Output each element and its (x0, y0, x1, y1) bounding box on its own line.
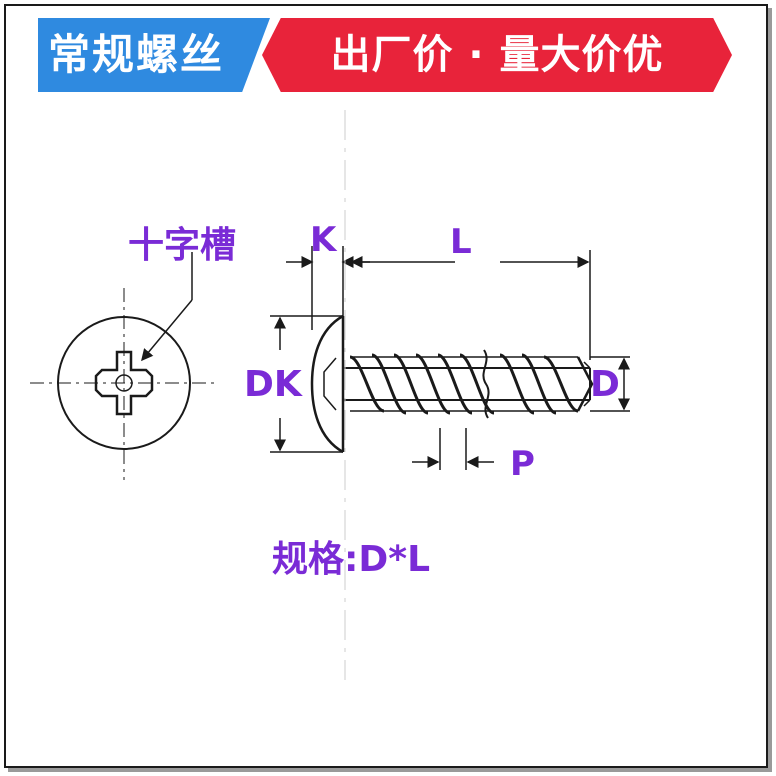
cross-slot-label: 十字槽 (128, 225, 237, 266)
head-diameter-label: DK (244, 364, 302, 405)
dimension-dk (270, 315, 343, 453)
dimension-p (412, 428, 494, 470)
pitch-label: P (510, 444, 535, 484)
image-border (4, 4, 768, 768)
dimension-d (590, 356, 630, 412)
cross-slot-shape (94, 350, 154, 416)
top-banner: 常规螺丝 出厂价 · 量大价优 (0, 0, 776, 110)
head-height-label: K (310, 220, 337, 260)
slogan-badge (262, 18, 732, 92)
thread-diameter-label: D (590, 364, 620, 405)
cross-slot-leader (141, 252, 193, 362)
screw-shank (343, 349, 594, 419)
spec-label: 规格:D*L (272, 539, 431, 580)
category-title: 常规螺丝 (48, 30, 225, 79)
head-side-view (310, 314, 345, 454)
dimension-l (350, 250, 591, 360)
length-label: L (450, 222, 472, 262)
category-badge (38, 18, 270, 92)
head-top-view (30, 288, 218, 480)
slogan-text: 出厂价 · 量大价优 (330, 32, 664, 78)
